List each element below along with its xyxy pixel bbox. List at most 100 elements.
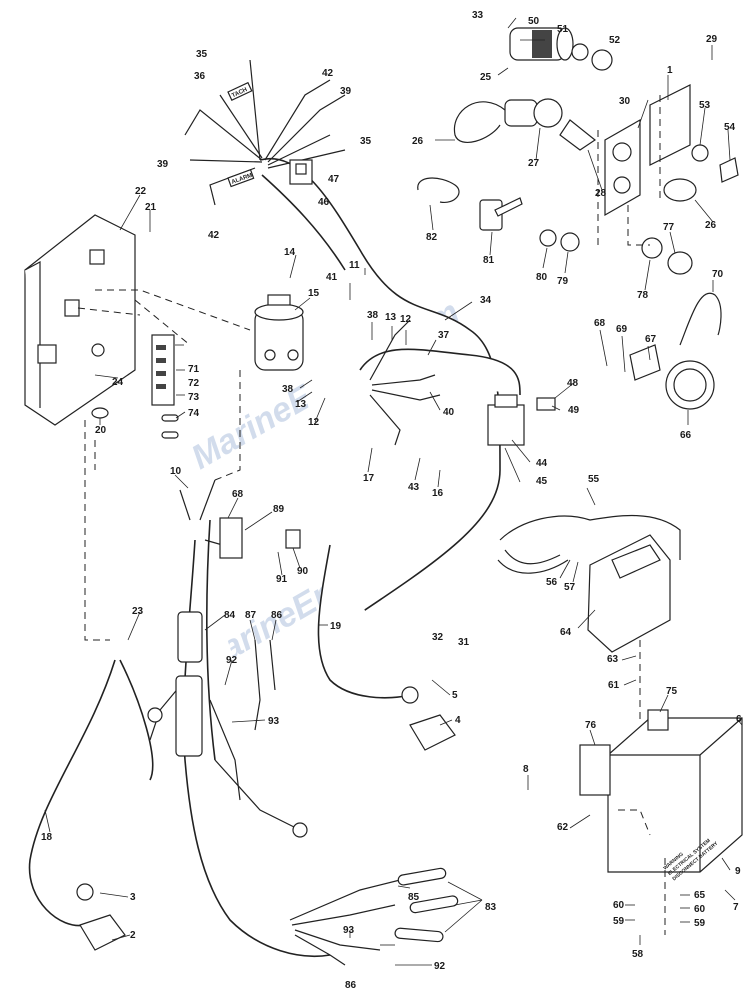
callout-18: 18: [41, 832, 53, 843]
battery-terminal-ring: [76, 883, 94, 901]
ignition-switch: [509, 27, 613, 71]
battery-clamp-2: [79, 914, 126, 951]
callout-13-lower: 13: [295, 399, 307, 410]
callout-86-upper: 86: [271, 610, 283, 621]
callout-56: 56: [546, 577, 558, 588]
harness-sleeve-lower: [175, 675, 203, 757]
callout-29: 29: [706, 34, 718, 45]
callout-50: 50: [528, 16, 540, 27]
fuse-74: [161, 431, 179, 439]
harness-sleeve-upper: [177, 611, 203, 663]
callout-9: 9: [735, 866, 741, 877]
callout-79: 79: [557, 276, 569, 287]
callout-22: 22: [135, 186, 147, 197]
insulator-sleeve: [394, 927, 444, 943]
callout-33: 33: [472, 10, 484, 21]
callout-92-lower: 92: [434, 961, 446, 972]
callout-21: 21: [145, 202, 157, 213]
choke-knob: [663, 144, 739, 202]
callout-91: 91: [276, 574, 288, 585]
callout-75: 75: [666, 686, 678, 697]
callout-5: 5: [452, 690, 458, 701]
voltage-regulator: [497, 515, 681, 653]
callout-93-lower: 93: [343, 925, 355, 936]
callout-26-lower: 26: [705, 220, 717, 231]
callout-47: 47: [328, 174, 340, 185]
callout-73: 73: [188, 392, 200, 403]
callout-72: 72: [188, 378, 200, 389]
callout-66: 66: [680, 430, 692, 441]
callout-13-upper: 13: [385, 312, 397, 323]
callout-2: 2: [130, 930, 136, 941]
callout-57: 57: [564, 582, 576, 593]
connector-boot-90: [285, 529, 301, 549]
callout-14: 14: [284, 247, 296, 258]
callout-85: 85: [408, 892, 420, 903]
alarm-wire-tag: ALARM: [227, 169, 255, 188]
toggle-switch: [417, 177, 580, 252]
washer-51: [571, 43, 589, 61]
callout-11: 11: [349, 260, 360, 271]
callout-58: 58: [632, 949, 644, 960]
callout-8: 8: [523, 764, 529, 775]
grommet-20: [91, 407, 109, 419]
callout-39-right: 39: [340, 86, 352, 97]
cover-76: [579, 744, 611, 796]
gauge: [629, 292, 722, 410]
callout-17: 17: [363, 473, 375, 484]
callout-59-left: 59: [613, 916, 625, 927]
callout-1: 1: [667, 65, 673, 76]
callout-34: 34: [480, 295, 492, 306]
callout-83: 83: [485, 902, 497, 913]
callout-92-upper: 92: [226, 655, 238, 666]
fuse-block: [151, 334, 179, 439]
callout-28: 28: [595, 188, 607, 199]
callout-90: 90: [297, 566, 309, 577]
callout-55: 55: [588, 474, 600, 485]
nut-79: [560, 232, 580, 252]
callout-53: 53: [699, 100, 711, 111]
callout-68-right: 68: [594, 318, 606, 329]
harness-connector-47: [295, 163, 307, 175]
callout-60-right: 60: [694, 904, 706, 915]
bushing-77: [667, 251, 693, 275]
callout-15: 15: [308, 288, 320, 299]
mounting-bracket: [24, 214, 136, 426]
callout-81: 81: [483, 255, 495, 266]
callout-38-lower: 38: [282, 384, 294, 395]
callout-26-upper: 26: [412, 136, 424, 147]
callout-10: 10: [170, 466, 182, 477]
callout-27: 27: [528, 158, 540, 169]
cable-ring-terminal: [401, 686, 419, 704]
callout-67: 67: [645, 334, 657, 345]
callout-48: 48: [567, 378, 579, 389]
callout-24: 24: [112, 377, 124, 388]
decal-1: [649, 84, 691, 166]
instrument-harness: [359, 319, 556, 446]
starter-solenoid: [254, 294, 304, 371]
callout-32: 32: [432, 632, 444, 643]
callout-93-upper: 93: [268, 716, 280, 727]
battery-clamp-4: [409, 714, 456, 751]
connector-plug-48: [536, 397, 556, 411]
callout-65: 65: [694, 890, 706, 901]
callout-63: 63: [607, 654, 619, 665]
fuse-73: [161, 414, 179, 422]
callout-4: 4: [455, 715, 461, 726]
callout-70: 70: [712, 269, 724, 280]
callout-12-lower: 12: [308, 417, 320, 428]
callout-37: 37: [438, 330, 450, 341]
callout-23: 23: [132, 606, 144, 617]
callout-52: 52: [609, 35, 621, 46]
callout-59-right: 59: [694, 918, 706, 929]
callout-7: 7: [733, 902, 739, 913]
key-54: [719, 157, 739, 183]
callout-60-left: 60: [613, 900, 625, 911]
callout-86-lower: 86: [345, 980, 357, 991]
connector-cap: [494, 394, 518, 408]
callout-31: 31: [458, 637, 470, 648]
callout-77: 77: [663, 222, 675, 233]
callout-49: 49: [568, 405, 580, 416]
callout-35-right: 35: [360, 136, 372, 147]
